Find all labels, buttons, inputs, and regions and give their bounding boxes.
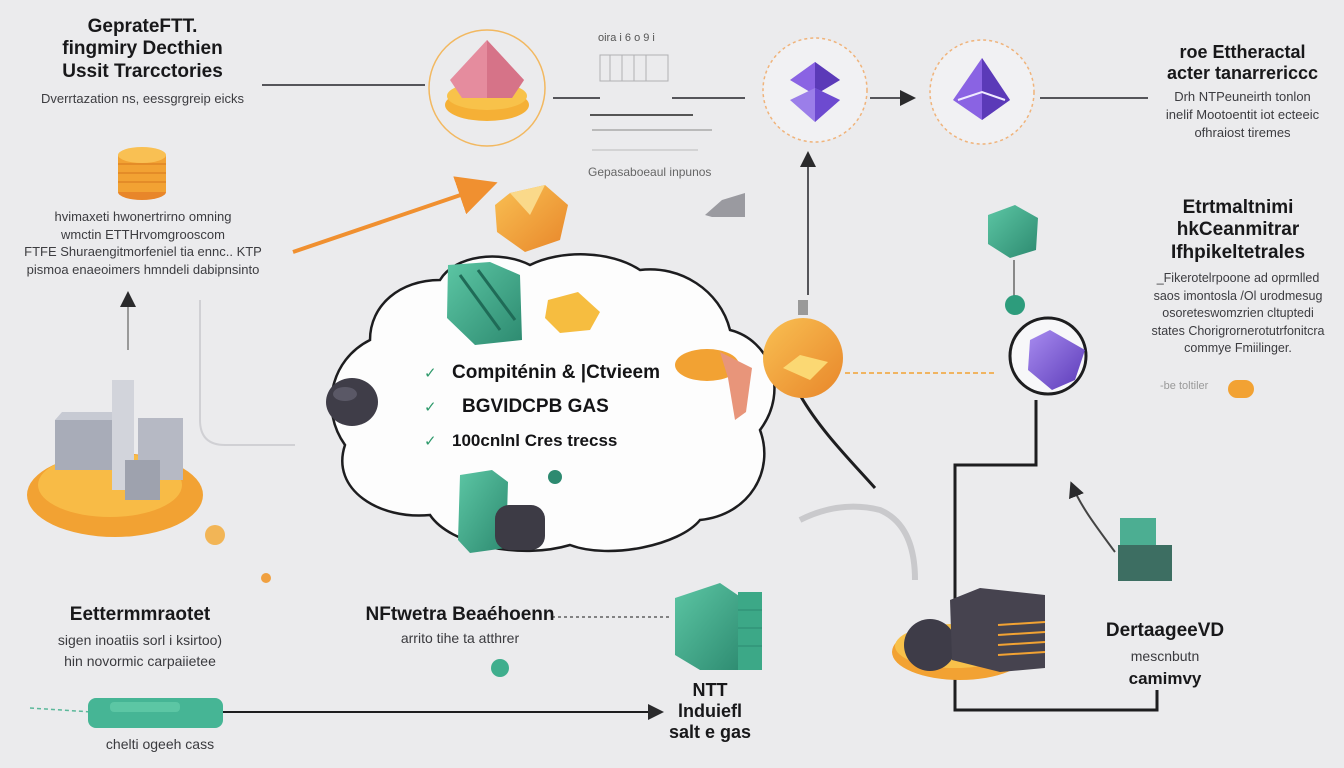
server-rack-icon bbox=[892, 588, 1046, 680]
right-mid-footnote: -be toltiler bbox=[1160, 380, 1209, 392]
bottom-center-title: NFtwetra Beaéhoenn bbox=[365, 604, 555, 625]
teal-server-icon bbox=[458, 470, 562, 553]
right-mid-block: Etrtmaltnimi hkCeanmitrar Ifhpikeltetral… bbox=[1138, 197, 1338, 358]
bottom-center-subtitle: arrito tihe ta atthrer bbox=[400, 630, 520, 647]
bottom-right-line: camimvy bbox=[1128, 668, 1202, 688]
left-mid-line: wmctin ETTHrvomgrooscom bbox=[61, 226, 225, 242]
purple-ethereum-stack-icon bbox=[762, 37, 868, 143]
check-icon: ✓ bbox=[424, 365, 437, 382]
top-left-title-3: Ussit Trarcctories bbox=[62, 60, 223, 82]
check-icon: ✓ bbox=[424, 433, 437, 450]
bottom-bar-caption: chelti ogeeh cass bbox=[105, 736, 215, 752]
right-mid-line: _Fikerotelrpoone ad oprmlled bbox=[1156, 271, 1320, 286]
top-left-title-1: GeprateFTT. bbox=[87, 16, 198, 37]
teal-cube-pin-icon bbox=[988, 205, 1038, 315]
top-left-title-2: fingmiry Decthien bbox=[62, 38, 223, 60]
orange-pill-icon bbox=[1228, 380, 1254, 398]
top-right-block: roe Ettheractal acter tanarrericcc Drh N… bbox=[1150, 42, 1335, 141]
orange-polyhedron-node-icon bbox=[763, 300, 843, 398]
top-left-subtitle: Dverrtazation ns, eessgrgreip eicks bbox=[40, 91, 245, 107]
right-mid-title-2: hkCeanmitrar bbox=[1176, 219, 1300, 241]
purple-polyhedron-node-icon bbox=[1008, 316, 1088, 396]
bottom-left-line: hin novormic carpaiietee bbox=[64, 652, 216, 669]
top-right-title-2: acter tanarrericcc bbox=[1166, 63, 1319, 84]
bottom-nft-line: lnduiefl bbox=[678, 701, 742, 722]
yellow-gem-icon bbox=[495, 185, 568, 252]
bottom-right-block: DertaageeVD mescnbutn camimvy bbox=[1085, 620, 1245, 689]
top-right-title-1: roe Ettheractal bbox=[1179, 42, 1306, 62]
checklist-item: ✓ Compiténin & |Ctvieem bbox=[424, 356, 660, 390]
bubble-checklist: ✓ Compiténin & |Ctvieem ✓ BGVIDCPB GAS ✓… bbox=[424, 356, 660, 458]
bottom-nft-line: NTT bbox=[692, 680, 728, 700]
teal-blocks-icon bbox=[447, 262, 522, 345]
connector-curve bbox=[798, 394, 877, 489]
left-mid-line: pismoa enaeoimers hmndeli dabipnsinto bbox=[26, 261, 260, 277]
teal-dot bbox=[491, 659, 509, 677]
top-right-line: Drh NTPeuneirth tonlon bbox=[1174, 89, 1311, 105]
right-mid-title-1: Etrtmaltnimi bbox=[1182, 197, 1294, 218]
dashed-connector bbox=[29, 707, 93, 713]
bottom-left-block: Eettermmraotet sigen inoatiis sorl i ksi… bbox=[20, 604, 260, 669]
checklist-item-label: Compiténin & |Ctvieem bbox=[452, 362, 661, 383]
small-gem-icon bbox=[545, 292, 600, 333]
left-mid-block: hvimaxeti hwonertrirno omning wmctin ETT… bbox=[8, 208, 278, 278]
mining-factory-icon bbox=[27, 380, 203, 537]
building-sketch-icon bbox=[590, 54, 712, 151]
grey-chair-icon bbox=[705, 193, 745, 217]
checklist-item: ✓ BGVIDCPB GAS bbox=[424, 390, 660, 424]
grey-pipe bbox=[798, 503, 918, 581]
bottom-right-title: DertaageeVD bbox=[1105, 620, 1225, 641]
pink-gem-coin-icon bbox=[428, 29, 546, 147]
top-right-line: ofhraiost tiremes bbox=[1194, 124, 1291, 140]
right-mid-line: osoreteswomzrien cltuptedi bbox=[1162, 306, 1314, 321]
right-mid-line: commye Fmiilinger. bbox=[1184, 341, 1292, 356]
teal-building-icon bbox=[675, 583, 762, 670]
bottom-left-title: Eettermmraotet bbox=[69, 604, 211, 625]
connector-step bbox=[953, 400, 1159, 712]
right-mid-title-3: Ifhpikeltetrales bbox=[1170, 241, 1306, 263]
bottom-nft-line: salt e gas bbox=[668, 722, 752, 743]
teal-bar-icon bbox=[88, 698, 223, 728]
bottom-right-line: mescnbutn bbox=[1130, 648, 1200, 665]
left-mid-line: hvimaxeti hwonertrirno omning bbox=[54, 209, 232, 224]
top-center-label: oira i 6 o 9 i bbox=[598, 32, 655, 44]
bottom-center-block: NFtwetra Beaéhoenn arrito tihe ta atthre… bbox=[355, 604, 565, 647]
top-left-block: GeprateFTT. fingmiry Decthien Ussit Trar… bbox=[20, 16, 265, 107]
thought-bubble bbox=[330, 253, 776, 553]
left-mid-line: FTFE Shuraengitmorfeniel tia ennc.. KTP bbox=[24, 244, 262, 260]
grey-pipe bbox=[199, 300, 295, 446]
orange-droplet-icon bbox=[205, 525, 271, 583]
bottom-left-line: sigen inoatiis sorl i ksirtoo) bbox=[57, 632, 223, 649]
top-right-line: inelif Mootoentit iot ecteeic bbox=[1165, 107, 1320, 123]
right-mid-line: saos imontosla /Ol urodmesug bbox=[1153, 288, 1323, 303]
orange-coin-stack-icon bbox=[118, 147, 166, 200]
checklist-item: ✓ 100cnlnl Cres trecss bbox=[424, 424, 660, 458]
orange-arrow bbox=[292, 176, 498, 254]
checklist-item-label: BGVIDCPB GAS bbox=[462, 396, 609, 417]
right-mid-line: states Chorigrornerotutrfonitcra bbox=[1151, 323, 1325, 338]
charcoal-rock-icon bbox=[326, 378, 378, 426]
top-center-caption: Gepasaboeaul inpunos bbox=[588, 165, 712, 179]
coin-hand-icon bbox=[675, 349, 752, 420]
curved-arrow bbox=[1069, 481, 1116, 553]
check-icon: ✓ bbox=[424, 399, 437, 416]
checklist-item-label: 100cnlnl Cres trecss bbox=[452, 431, 618, 450]
teal-device-icon bbox=[1118, 518, 1172, 581]
purple-ethereum-diamond-icon bbox=[929, 39, 1035, 145]
bottom-nft-block: NTT lnduiefl salt e gas bbox=[660, 680, 760, 744]
